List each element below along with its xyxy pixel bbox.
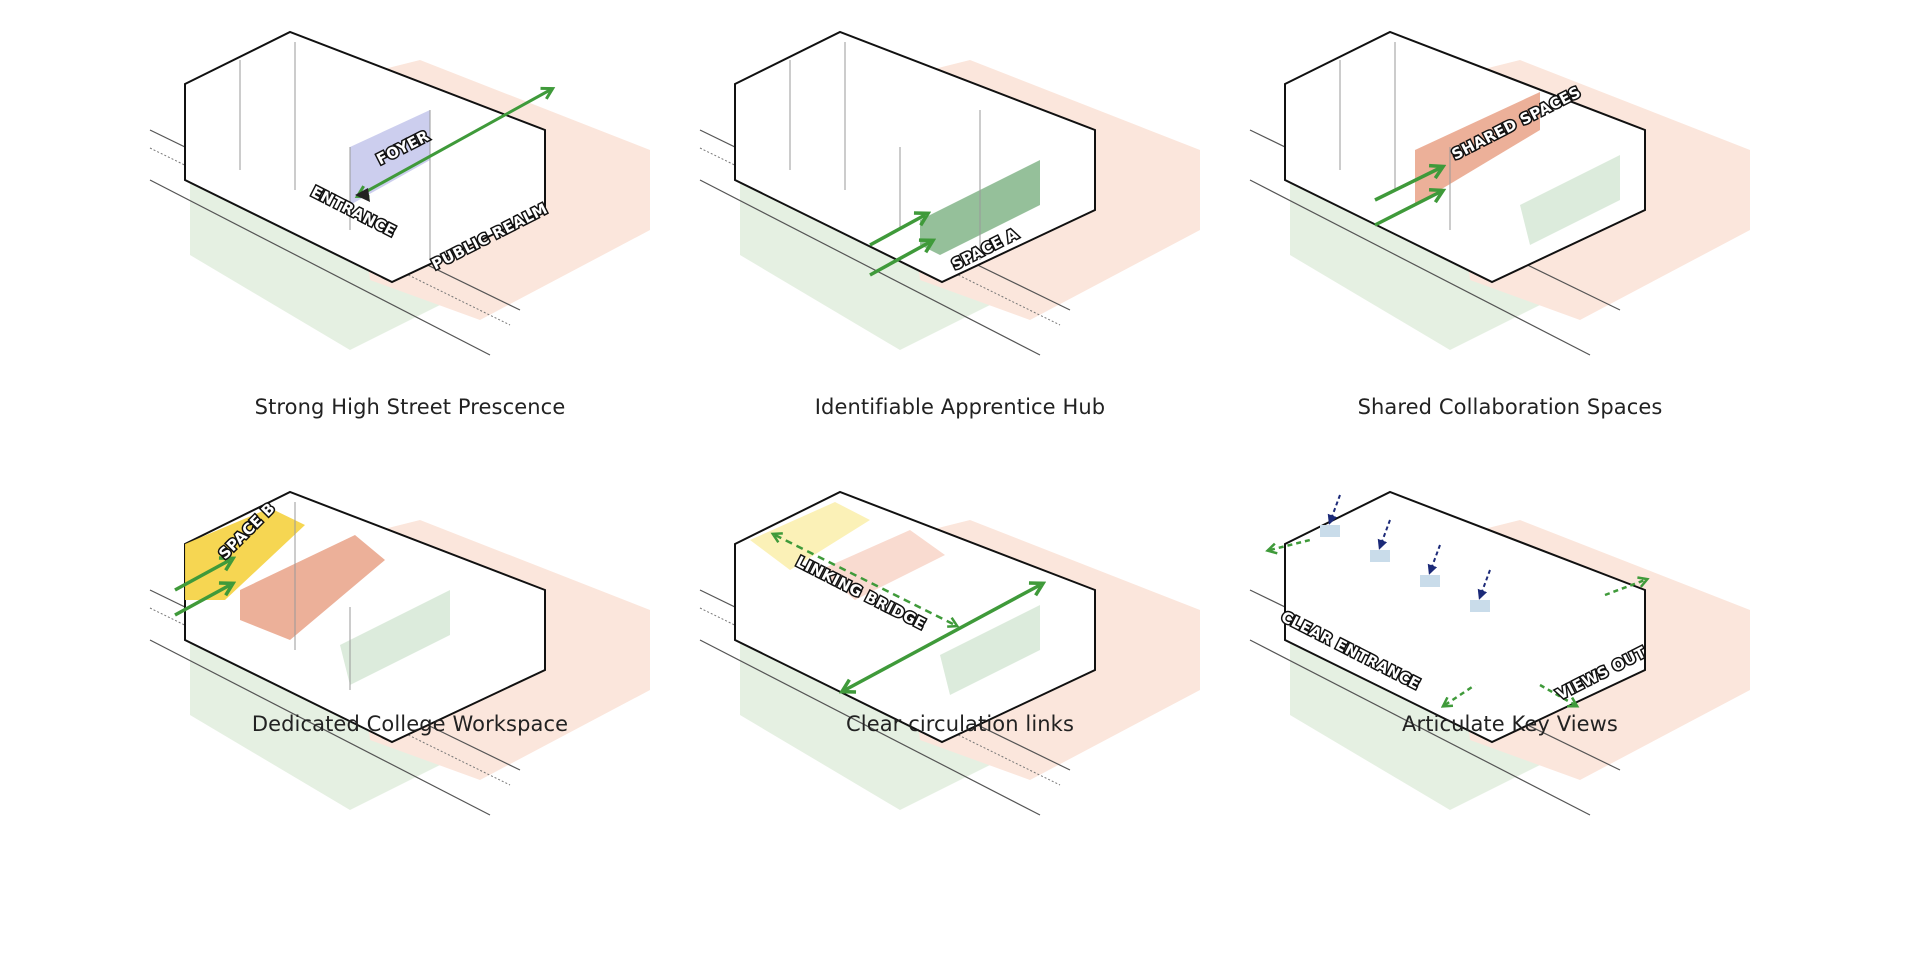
entry-arrow <box>174 581 237 617</box>
diagram-panel-shared-spaces: SHARED SPACES Shared Collaboration Space… <box>1230 20 1790 460</box>
street-line <box>699 179 1041 356</box>
rooflight <box>1470 600 1490 612</box>
caption-college-workspace: Dedicated College Workspace <box>251 712 569 736</box>
diagram-college-workspace: SPACE B <box>149 490 650 816</box>
rooflight <box>1320 525 1340 537</box>
street-line <box>149 179 491 356</box>
diagram-circulation: LINKING BRIDGE <box>699 490 1200 816</box>
daylight-arrow <box>1327 494 1341 525</box>
entry-arrow <box>174 556 237 592</box>
daylight-arrow <box>1477 569 1491 600</box>
building-outline <box>184 490 546 744</box>
caption-high-street: Strong High Street Prescence <box>254 395 566 419</box>
diagram-panel-key-views: CLEAR ENTRANCE VIEWS OUT Articulate Key … <box>1230 480 1790 920</box>
diagram-apprentice-hub: SPACE A <box>699 30 1200 356</box>
entrance-marker-icon <box>355 188 370 202</box>
street-line <box>1249 179 1591 356</box>
street-line <box>149 639 491 816</box>
view-arrow <box>1265 538 1311 555</box>
diagram-panel-college-workspace: SPACE B Dedicated College Workspace <box>130 480 690 920</box>
view-arrow <box>1440 683 1476 708</box>
diagram-panel-circulation: LINKING BRIDGE Clear circulation links <box>680 480 1240 920</box>
space-b-zone <box>185 508 305 600</box>
daylight-arrow <box>1427 544 1441 575</box>
entry-arrow <box>1374 187 1447 227</box>
workspace-zone <box>340 590 450 685</box>
bridge-link-arrow <box>770 532 960 628</box>
caption-shared-spaces: Shared Collaboration Spaces <box>1357 395 1663 419</box>
entry-arrow <box>869 238 937 277</box>
diagram-panel-high-street: FOYER ENTRANCE PUBLIC REALM Strong High … <box>130 20 690 460</box>
diagram-high-street: FOYER ENTRANCE PUBLIC REALM <box>149 30 650 356</box>
daylight-arrow <box>1377 519 1391 550</box>
diagram-key-views: CLEAR ENTRANCE VIEWS OUT <box>1249 490 1750 816</box>
street-line <box>699 639 1041 816</box>
street-line <box>1249 639 1591 816</box>
workspace-zone <box>1520 155 1620 245</box>
caption-circulation: Clear circulation links <box>846 712 1074 736</box>
entry-arrow <box>869 211 932 247</box>
rooflight <box>1370 550 1390 562</box>
diagram-shared-spaces: SHARED SPACES <box>1249 30 1750 356</box>
shared-zone <box>240 535 385 640</box>
view-arrow <box>1604 576 1650 597</box>
circulation-arrow <box>838 581 1047 694</box>
rooflight <box>1420 575 1440 587</box>
caption-key-views: Articulate Key Views <box>1402 712 1618 736</box>
view-arrow <box>1539 683 1580 708</box>
axis-arrow <box>354 86 556 199</box>
diagram-panel-apprentice-hub: SPACE A Identifiable Apprentice Hub <box>680 20 1240 460</box>
caption-apprentice-hub: Identifiable Apprentice Hub <box>814 395 1106 419</box>
entry-arrow <box>1374 163 1447 202</box>
